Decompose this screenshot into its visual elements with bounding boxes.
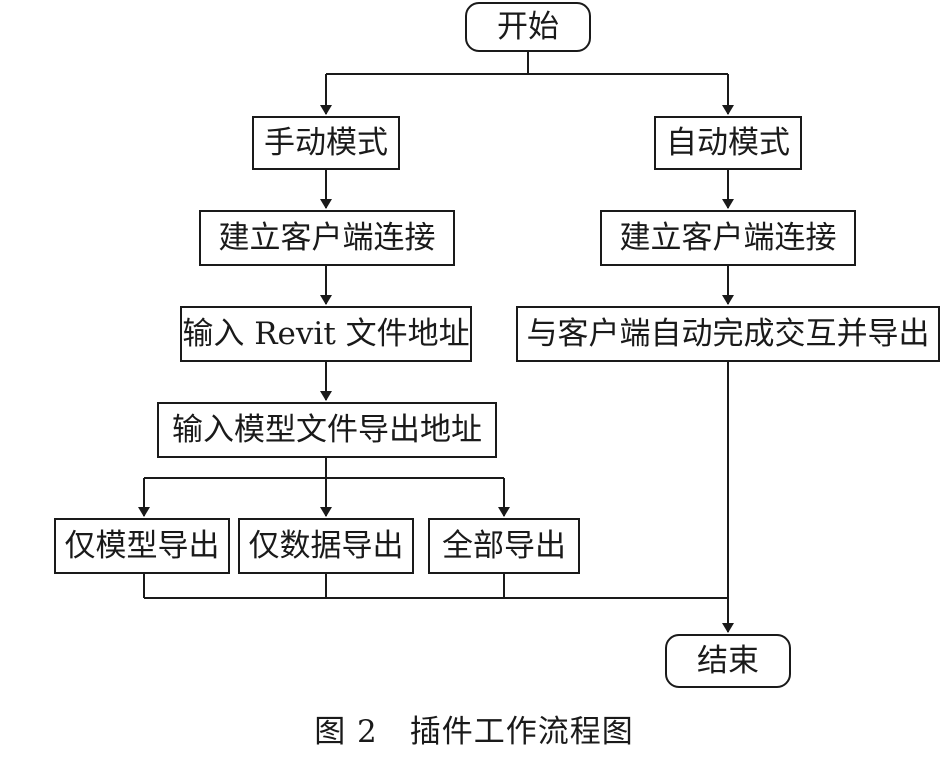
- start-node: 开始: [465, 2, 591, 52]
- manual-mode-box: 手动模式: [252, 116, 400, 170]
- auto-mode-box: 自动模式: [654, 116, 802, 170]
- input-revit-path-box: 输入 Revit 文件地址: [180, 306, 472, 362]
- figure-caption: 图 2 插件工作流程图: [314, 714, 634, 750]
- export-data-only-box: 仅数据导出: [238, 518, 414, 574]
- export-all-box: 全部导出: [428, 518, 580, 574]
- input-export-path-box: 输入模型文件导出地址: [157, 402, 497, 458]
- manual-connect-box: 建立客户端连接: [199, 210, 455, 266]
- end-node: 结束: [665, 634, 791, 688]
- export-model-only-box: 仅模型导出: [54, 518, 230, 574]
- auto-connect-box: 建立客户端连接: [600, 210, 856, 266]
- auto-export-box: 与客户端自动完成交互并导出: [516, 306, 940, 362]
